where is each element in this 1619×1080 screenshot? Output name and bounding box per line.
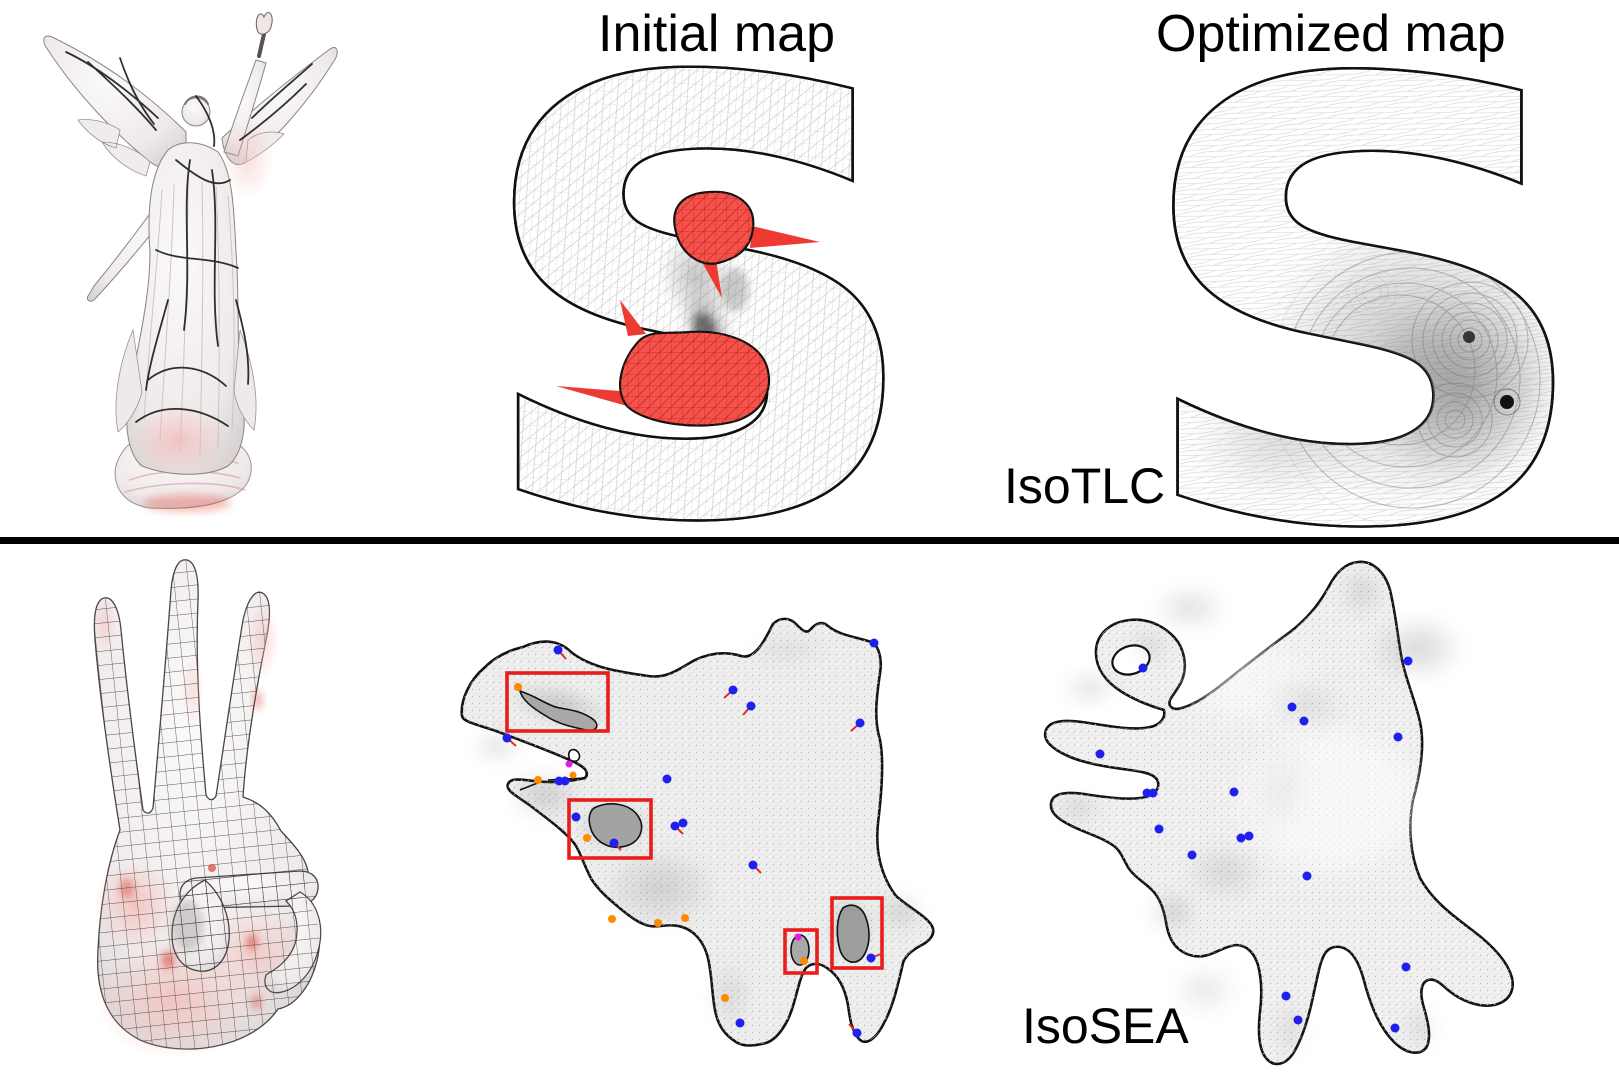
optimized-map-hand-blob — [1043, 560, 1514, 1066]
initial-map-hand-blob — [460, 617, 935, 1047]
blue-dots — [502, 638, 879, 1038]
red-ticks — [506, 649, 884, 1034]
hand-quad-mesh — [92, 559, 322, 1060]
row-divider-line — [0, 537, 1619, 544]
overlap-region-red — [556, 190, 820, 427]
hand-red-marks — [120, 690, 262, 1009]
orange-dots — [514, 683, 808, 1002]
magenta-dots — [565, 760, 802, 941]
column-header-initial-map: Initial map — [598, 5, 835, 63]
blob1-slits — [518, 689, 870, 966]
initial-map-letter-s — [466, 0, 932, 656]
column-header-optimized-map: Optimized map — [1156, 5, 1506, 63]
seam-curves — [65, 51, 313, 427]
optimized-map-letter-s — [1124, 0, 1603, 663]
angel-statue-mesh — [43, 12, 338, 512]
highlight-boxes — [505, 671, 884, 975]
quad-grid-overlay — [94, 559, 320, 1050]
method-label-isotlc: IsoTLC — [1004, 458, 1166, 514]
method-label-isosea: IsoSEA — [1022, 998, 1189, 1054]
swirl-texture — [1190, 210, 1580, 529]
blue-dots-optimized — [1095, 656, 1413, 1033]
